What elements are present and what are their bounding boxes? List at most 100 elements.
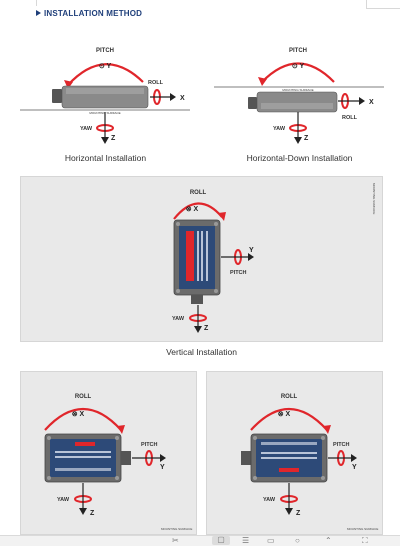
screw-icon — [253, 436, 257, 440]
vertical-caption: Vertical Installation — [166, 347, 237, 357]
sensor-led-row — [55, 468, 111, 471]
mounting-surface-label: MOUNTING SURFACE — [372, 183, 376, 214]
screw-icon — [321, 436, 325, 440]
z-arrow-icon — [79, 508, 87, 515]
book-icon[interactable]: ▭ — [267, 536, 275, 545]
roll-arrow — [173, 202, 223, 220]
mounting-surface-label: MOUNTING SURFACE — [347, 527, 378, 531]
sensor-red-mark — [75, 442, 95, 446]
roll-arrow-head-icon — [117, 425, 125, 434]
x-axis-label: ⊗ X — [278, 411, 291, 418]
z-arrow-icon — [194, 326, 202, 333]
sensor-text-line — [261, 452, 317, 454]
y-arrow-icon — [160, 454, 166, 462]
flat-installation-panel-left: ROLL ⊗ X PITCH Y YAW Z MOUNTING SURFACE — [20, 371, 197, 535]
z-axis-label: Z — [204, 325, 209, 332]
yaw-label: YAW — [273, 126, 286, 132]
horizontal-down-caption: Horizontal-Down Installation — [246, 153, 353, 163]
sensor-text-line — [55, 456, 111, 458]
y-axis-label: Y — [352, 464, 357, 471]
search-icon[interactable]: ○ — [295, 536, 300, 545]
section-title-text: INSTALLATION METHOD — [44, 9, 143, 18]
z-axis-label: Z — [304, 135, 309, 142]
screw-icon — [214, 222, 218, 226]
yaw-label: YAW — [172, 316, 185, 322]
pitch-label: PITCH — [141, 442, 158, 448]
sensor-text-line — [55, 451, 111, 453]
connector — [248, 97, 257, 109]
horizontal-caption: Horizontal Installation — [64, 153, 147, 163]
sensor-text-line — [261, 457, 317, 459]
roll-label: ROLL — [342, 115, 358, 121]
triangle-bullet-icon — [36, 10, 41, 16]
flat-installation-diagram-right: ROLL ⊗ X PITCH Y YAW Z MOUNTING SURFACE — [241, 394, 378, 531]
flat-installation-diagram-left: ROLL ⊗ X PITCH Y YAW Z MOUNTING SURFACE — [44, 394, 192, 531]
sensor-text-line — [201, 231, 203, 281]
connector — [191, 295, 203, 304]
pitch-arrow — [67, 63, 144, 86]
pitch-arrow-head-icon — [258, 77, 267, 86]
scissors-icon[interactable]: ✂ — [172, 536, 179, 545]
screw-icon — [321, 476, 325, 480]
sensor-text-line — [206, 231, 208, 281]
z-arrow-icon — [101, 137, 109, 144]
z-axis-label: Z — [90, 510, 95, 517]
x-axis-label: X — [180, 95, 185, 102]
pitch-label: PITCH — [333, 442, 350, 448]
roll-arrow — [44, 408, 122, 431]
connector — [121, 451, 131, 465]
y-axis-label: Y — [249, 247, 254, 254]
z-axis-label: Z — [296, 510, 301, 517]
screw-icon — [253, 476, 257, 480]
corner-mark-right — [366, 0, 367, 8]
y-axis-label: ⊙ Y — [99, 63, 112, 70]
roll-label: ROLL — [148, 80, 164, 86]
yaw-label: YAW — [57, 497, 70, 503]
sensor-ribs — [66, 88, 144, 94]
x-arrow-icon — [170, 93, 176, 101]
pitch-label: PITCH — [230, 270, 247, 276]
screw-icon — [115, 476, 119, 480]
yaw-label: YAW — [263, 497, 276, 503]
screw-icon — [214, 289, 218, 293]
sensor-led-row — [261, 442, 317, 445]
connector — [52, 89, 62, 103]
mounting-surface-label: MOUNTING SURFACE — [161, 527, 192, 531]
screw-icon — [176, 222, 180, 226]
sensor-red-stripe — [186, 231, 194, 281]
y-arrow-icon — [248, 253, 254, 261]
roll-arrow — [250, 408, 328, 431]
mounting-surface-label: MOUNTING SURFACE — [282, 88, 313, 92]
flat-installation-panel-right: ROLL ⊗ X PITCH Y YAW Z MOUNTING SURFACE — [206, 371, 383, 535]
corner-mark-left — [36, 0, 37, 6]
pitch-arrow-head-icon — [64, 80, 73, 89]
screw-icon — [115, 436, 119, 440]
horizontal-installation-diagram: PITCH ⊙ Y MOUNTING SURFACE ROLL X YAW Z — [20, 48, 190, 144]
x-axis-label: ⊗ X — [72, 411, 85, 418]
screw-icon — [176, 289, 180, 293]
section-title: INSTALLATION METHOD — [36, 9, 142, 18]
y-axis-label: Y — [160, 464, 165, 471]
up-icon[interactable]: ⌃ — [325, 536, 332, 545]
list-icon[interactable]: ☰ — [242, 536, 250, 545]
z-axis-label: Z — [111, 135, 116, 142]
sensor-ribs — [261, 103, 333, 109]
sensor-red-mark — [279, 468, 299, 472]
vertical-installation-panel: MOUNTING SURFACE ROLL ⊗ X Y PITCH YAW Z — [20, 176, 383, 342]
y-arrow-icon — [351, 454, 357, 462]
select-icon[interactable]: ▢ — [212, 536, 230, 545]
vertical-installation-diagram: MOUNTING SURFACE ROLL ⊗ X Y PITCH YAW Z — [172, 183, 376, 333]
x-axis-label: ⊗ X — [186, 206, 199, 213]
y-axis-label: ⊙ Y — [292, 63, 305, 70]
roll-label: ROLL — [281, 394, 298, 400]
viewer-toolbar: ✂ ▢ ☰ ▭ ○ ⌃ ⛶ — [0, 535, 400, 546]
z-arrow-icon — [285, 508, 293, 515]
roll-arrow-head-icon — [323, 425, 331, 434]
horizontal-down-installation-diagram: PITCH ⊙ Y MOUNTING SURFACE X ROLL YAW Z — [214, 48, 384, 144]
roll-arrow-head-icon — [218, 212, 226, 221]
roll-label: ROLL — [190, 190, 207, 196]
fullscreen-icon[interactable]: ⛶ — [362, 536, 368, 545]
pitch-arrow — [261, 62, 335, 83]
pitch-label: PITCH — [96, 48, 114, 54]
pitch-label: PITCH — [289, 48, 307, 54]
